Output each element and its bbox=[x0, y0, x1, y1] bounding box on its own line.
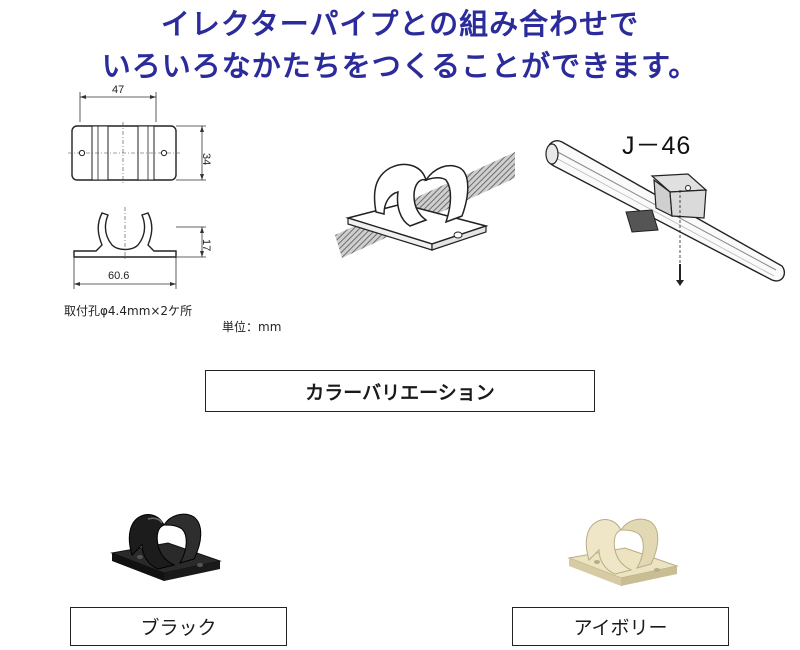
installation-illustration bbox=[545, 139, 786, 286]
dim-base-width-label: 60.6 bbox=[108, 270, 129, 282]
model-label: J－46 bbox=[622, 132, 692, 160]
variation-ivory-text: アイボリー bbox=[573, 617, 668, 639]
clip-illustration bbox=[335, 152, 515, 258]
headline-line-1: イレクターパイプとの組み合わせで bbox=[160, 7, 640, 41]
side-view-drawing: 17 60.6 bbox=[73, 207, 212, 289]
unit-note: 単位：mm bbox=[222, 320, 282, 334]
headline-line-2: いろいろなかたちをつくることができます。 bbox=[101, 49, 699, 83]
variation-black-label: ブラック bbox=[70, 607, 287, 646]
dim-height-label: 34 bbox=[200, 153, 212, 165]
top-view-drawing: 47 34 bbox=[68, 84, 212, 184]
color-variation-title-text: カラーバリエーション bbox=[305, 381, 495, 404]
ivory-clip-image bbox=[567, 518, 679, 586]
variation-black-text: ブラック bbox=[140, 617, 217, 639]
color-variation-title: カラーバリエーション bbox=[205, 370, 595, 412]
mount-hole-note: 取付孔φ4.4mm×2ケ所 bbox=[64, 304, 193, 318]
black-clip-image bbox=[110, 513, 222, 581]
variation-ivory-label: アイボリー bbox=[512, 607, 729, 646]
dim-clip-height-label: 17 bbox=[200, 239, 212, 251]
dim-width-label: 47 bbox=[112, 84, 124, 96]
